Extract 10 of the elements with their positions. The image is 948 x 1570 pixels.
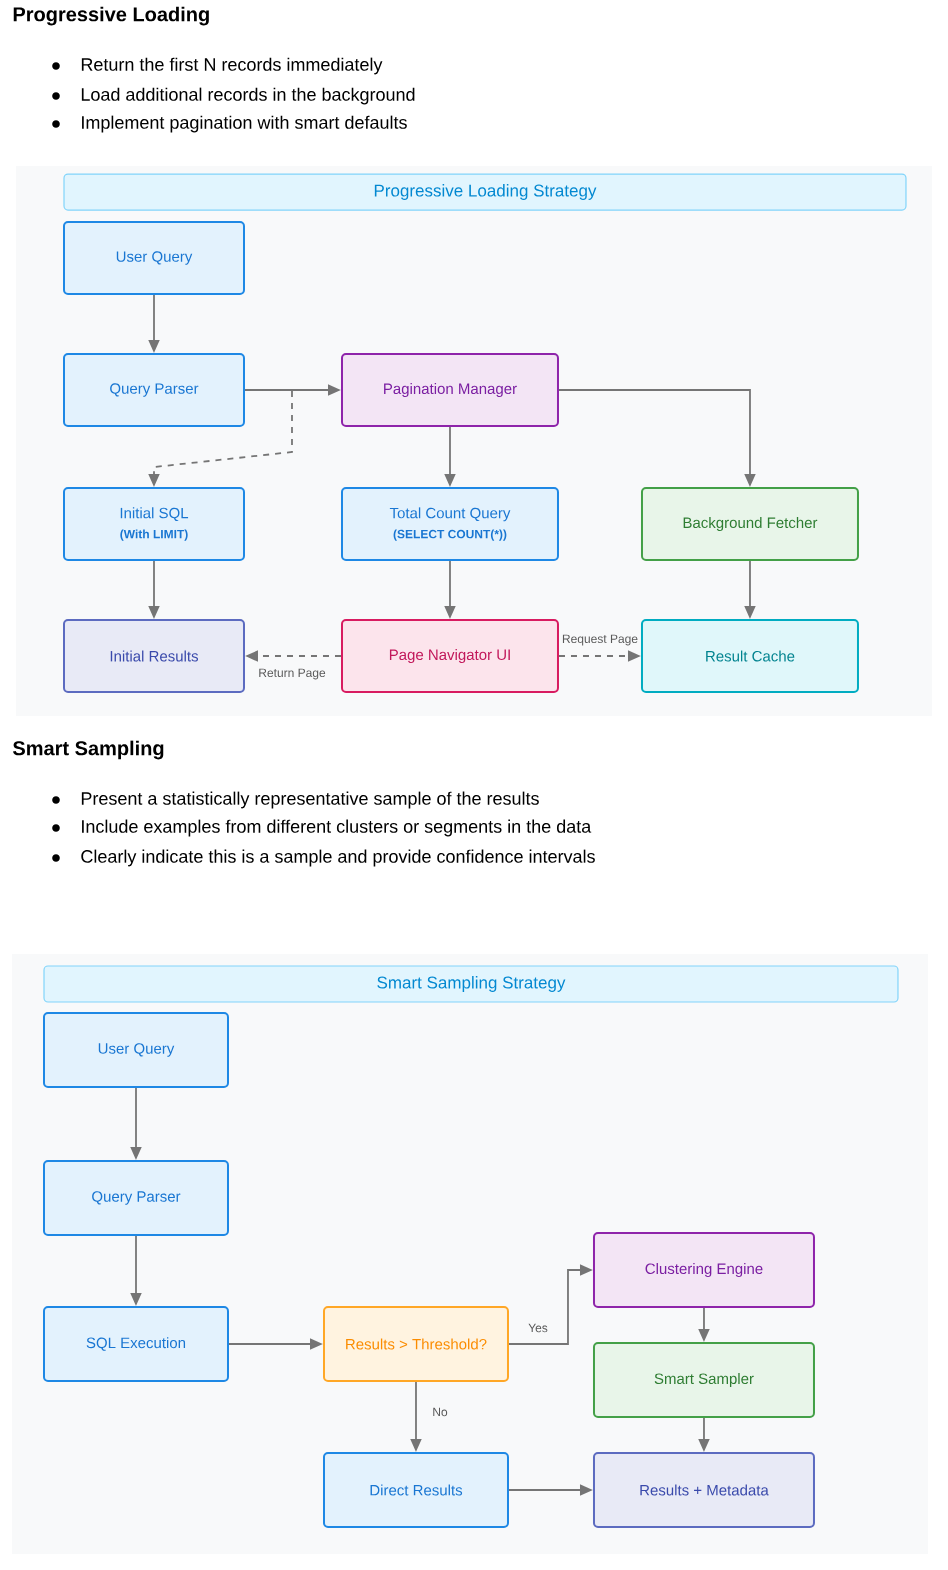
title-band: Smart Sampling Strategy [43, 965, 899, 1003]
bullet-text: Include examples from different clusters or segments in the data [82, 819, 592, 837]
bullet-text: Clearly indicate this is a sample and provide confidence intervals [81, 849, 595, 867]
bullet-text: Present a statistically representative sample of the results [81, 791, 539, 809]
bullet-text: Return the first N records immediately [81, 57, 383, 75]
bullet-text: Load additional records in the background [81, 87, 415, 105]
bullet-text: Implement pagination with smart defaults [82, 115, 407, 133]
section-heading: Smart Sampling [12, 740, 164, 760]
title-band: Progressive Loading Strategy [63, 173, 907, 211]
section-heading: Progressive Loading [13, 6, 209, 26]
